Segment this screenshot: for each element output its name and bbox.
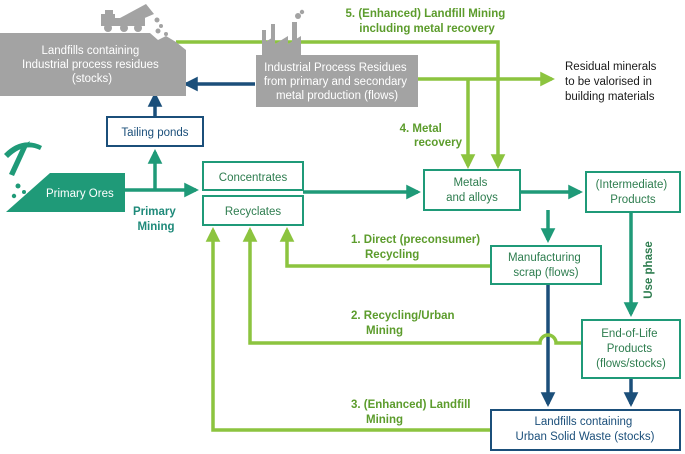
- primary-ores-label: Primary Ores: [46, 188, 114, 200]
- landfill-mining-5-label: 5. (Enhanced) Landfill Mining including …: [346, 8, 509, 35]
- industrial-residues-box: [256, 55, 418, 107]
- urban-mining-2-label: 2. Recycling/Urban Mining: [351, 310, 458, 337]
- landfill-urban-box: [490, 409, 681, 451]
- recyclates-label: Recyclates: [225, 206, 281, 218]
- landfill-industrial-label: Landfills containing Industrial process …: [22, 45, 162, 85]
- manufacturing-scrap-box: [490, 245, 602, 285]
- tailing-ponds-label: Tailing ponds: [121, 127, 188, 139]
- factory-icon: [262, 9, 305, 55]
- manufacturing-scrap-label: Manufacturing scrap (flows): [508, 252, 584, 279]
- arrow-urban-mining-2: [242, 227, 582, 345]
- direct-recycling-1-label: 1. Direct (preconsumer) Recycling: [351, 234, 483, 261]
- intermediate-products-label: (Intermediate) Products: [596, 179, 671, 206]
- landfill-industrial-box: [0, 33, 186, 96]
- intermediate-products-box: [585, 171, 681, 213]
- metal-recovery-4-label: 4. Metal recovery: [400, 123, 463, 149]
- concentrates-box: [202, 161, 304, 191]
- arrow-landfill-mining-3: [205, 227, 491, 432]
- primary-ores-box: [6, 173, 125, 212]
- residual-minerals-label: Residual minerals to be valorised in bui…: [565, 61, 660, 103]
- use-phase-label: Use phase: [643, 241, 655, 299]
- concentrates-label: Concentrates: [219, 172, 288, 184]
- end-of-life-box: [581, 319, 681, 379]
- tailing-ponds-box: [106, 116, 204, 147]
- metals-alloys-box: [423, 169, 521, 211]
- dump-truck-icon: [101, 4, 168, 36]
- landfill-mining-3-label: 3. (Enhanced) Landfill Mining: [351, 399, 474, 426]
- end-of-life-label: End-of-Life Products (flows/stocks): [596, 328, 666, 370]
- recyclates-box: [202, 195, 304, 226]
- metals-alloys-label: Metals and alloys: [446, 177, 498, 204]
- pickaxe-icon: [4, 141, 42, 199]
- primary-mining-label: Primary Mining: [133, 206, 179, 233]
- landfill-urban-label: Landfills containing Urban Solid Waste (…: [516, 416, 655, 443]
- industrial-residues-label: Industrial Process Residues from primary…: [264, 62, 410, 102]
- arrow-direct-recycling-1: [279, 227, 491, 268]
